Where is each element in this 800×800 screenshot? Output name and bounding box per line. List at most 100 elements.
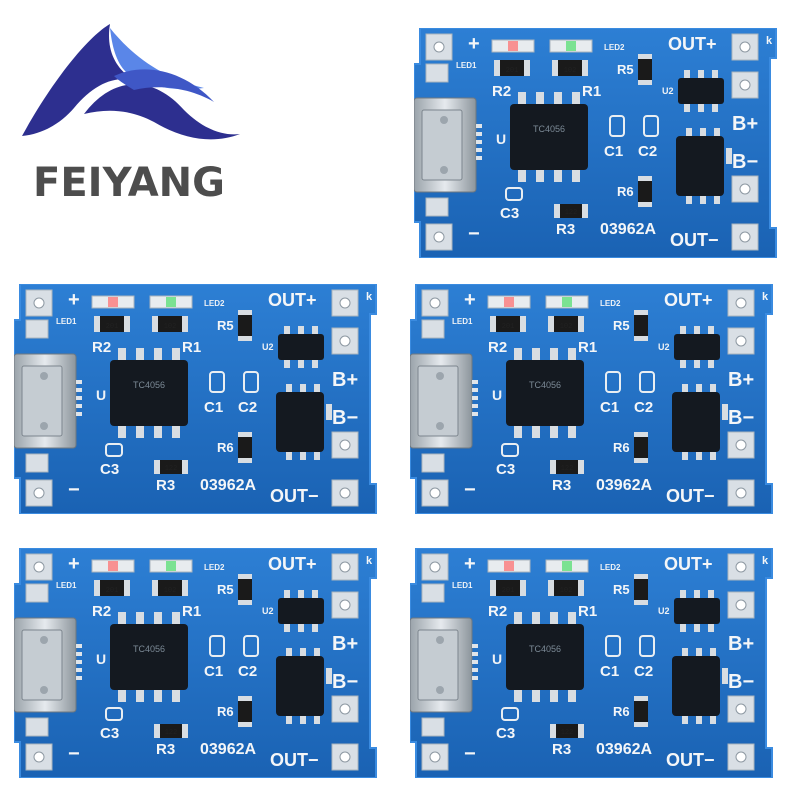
- label-u: U: [96, 387, 106, 403]
- resistors: [490, 574, 648, 738]
- label-u2: U2: [658, 606, 670, 616]
- label-res-122: 122: [561, 729, 574, 737]
- label-minus: −: [68, 479, 80, 501]
- label-plus: +: [68, 553, 80, 575]
- label-b-minus: B−: [732, 151, 758, 173]
- label-minus: −: [468, 223, 480, 245]
- label-r6: R6: [613, 704, 630, 719]
- svg-text:TC4056: TC4056: [529, 644, 561, 654]
- label-res-201: 201: [502, 323, 515, 331]
- label-res-122: 122: [565, 209, 578, 217]
- label-plus: +: [464, 289, 476, 311]
- protection-ic-u2: [278, 326, 324, 368]
- label-c3: C3: [496, 461, 515, 478]
- mosfet-ic: [672, 384, 728, 460]
- label-r2: R2: [92, 339, 111, 356]
- label-b-plus: B+: [732, 113, 758, 135]
- label-out-plus: OUT+: [268, 290, 317, 310]
- label-led2: LED2: [204, 299, 225, 308]
- label-plus: +: [68, 289, 80, 311]
- label-model: 03962A: [596, 477, 652, 494]
- label-res-201: 201: [506, 67, 519, 75]
- charger-board-2: TC4056 + −: [14, 284, 382, 514]
- label-led1: LED1: [56, 581, 77, 590]
- label-out-plus: OUT+: [664, 290, 713, 310]
- label-r2: R2: [488, 339, 507, 356]
- protection-ic-u2: [678, 70, 724, 112]
- label-r3: R3: [156, 741, 175, 758]
- label-b-plus: B+: [332, 369, 358, 391]
- label-b-plus: B+: [728, 633, 754, 655]
- label-u: U: [96, 651, 106, 667]
- label-r1: R1: [182, 603, 201, 620]
- label-model: 03962A: [596, 741, 652, 758]
- label-c1: C1: [204, 663, 223, 680]
- label-r5: R5: [217, 582, 234, 597]
- label-r5: R5: [617, 62, 634, 77]
- label-res-122: 122: [165, 729, 178, 737]
- charger-ic: TC4056: [110, 612, 188, 702]
- svg-text:TC4056: TC4056: [133, 380, 165, 390]
- label-k: k: [366, 291, 373, 303]
- led-indicators: [487, 559, 589, 573]
- label-c2: C2: [634, 663, 653, 680]
- solder-pads: [25, 289, 359, 507]
- led-indicators: [487, 295, 589, 309]
- label-k: k: [762, 291, 769, 303]
- led-indicators: [91, 559, 193, 573]
- label-c2: C2: [638, 143, 657, 160]
- label-out-minus: OUT−: [270, 750, 319, 770]
- solder-pads: [421, 553, 755, 771]
- label-r5: R5: [613, 582, 630, 597]
- label-minus: −: [464, 743, 476, 765]
- capacitors: [105, 371, 259, 457]
- label-minus: −: [68, 743, 80, 765]
- label-out-minus: OUT−: [670, 230, 719, 250]
- label-r6: R6: [613, 440, 630, 455]
- mosfet-ic: [672, 648, 728, 724]
- feiyang-logo: FEIYANG: [14, 18, 244, 208]
- solder-pads: [425, 33, 759, 251]
- label-out-plus: OUT+: [668, 34, 717, 54]
- label-r6: R6: [217, 704, 234, 719]
- label-model: 03962A: [200, 477, 256, 494]
- label-c3: C3: [496, 725, 515, 742]
- micro-usb-connector: [410, 617, 478, 713]
- label-led2: LED2: [204, 563, 225, 572]
- label-r1: R1: [182, 339, 201, 356]
- protection-ic-u2: [674, 590, 720, 632]
- capacitors: [501, 371, 655, 457]
- label-plus: +: [468, 33, 480, 55]
- label-led1: LED1: [56, 317, 77, 326]
- label-u: U: [492, 387, 502, 403]
- label-led1: LED1: [452, 581, 473, 590]
- micro-usb-connector: [14, 617, 82, 713]
- resistors: [494, 54, 652, 218]
- solder-pads: [421, 289, 755, 507]
- label-c3: C3: [500, 205, 519, 222]
- led-indicators: [491, 39, 593, 53]
- protection-ic-u2: [674, 326, 720, 368]
- label-c3: C3: [100, 725, 119, 742]
- protection-ic-u2: [278, 590, 324, 632]
- label-res-122: 122: [561, 465, 574, 473]
- label-r6: R6: [617, 184, 634, 199]
- label-b-minus: B−: [332, 671, 358, 693]
- label-res-201: 201: [106, 323, 119, 331]
- label-r5: R5: [613, 318, 630, 333]
- label-r5: R5: [217, 318, 234, 333]
- label-out-plus: OUT+: [664, 554, 713, 574]
- label-led2: LED2: [604, 43, 625, 52]
- label-r1: R1: [578, 603, 597, 620]
- label-u: U: [492, 651, 502, 667]
- label-led1: LED1: [456, 61, 477, 70]
- label-res-102: 102: [164, 587, 177, 595]
- capacitors: [105, 635, 259, 721]
- label-r6: R6: [217, 440, 234, 455]
- led-indicators: [91, 295, 193, 309]
- label-res-102: 102: [560, 323, 573, 331]
- label-c2: C2: [634, 399, 653, 416]
- label-b-plus: B+: [332, 633, 358, 655]
- charger-ic: TC4056: [506, 612, 584, 702]
- label-res-122: 122: [165, 465, 178, 473]
